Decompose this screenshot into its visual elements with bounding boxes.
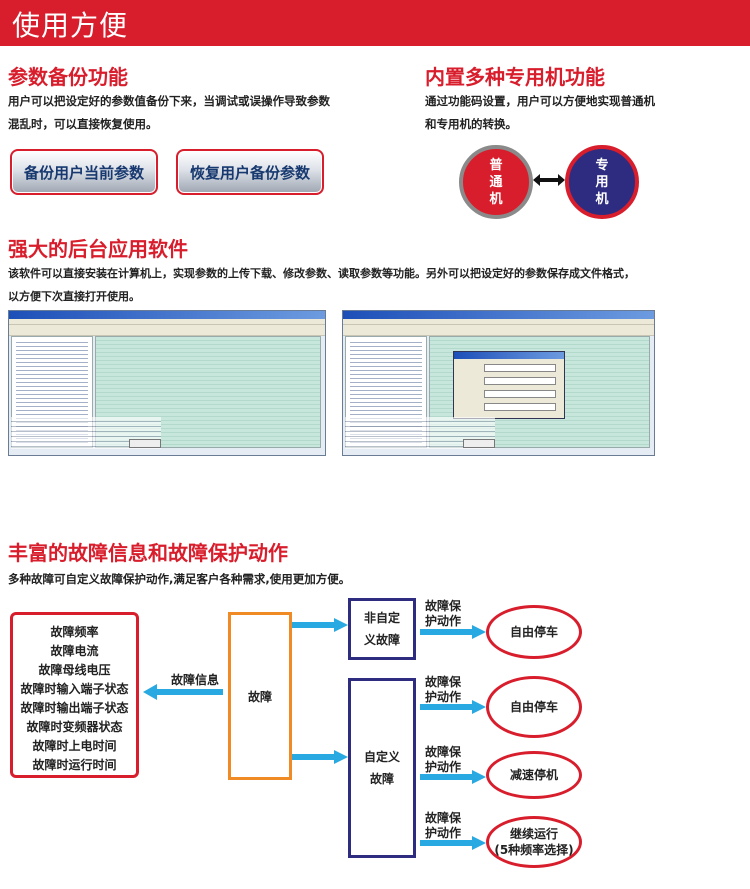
fault-info-list: 故障频率 故障电流 故障母线电压 故障时输入端子状态 故障时输出端子状态 故障时…: [10, 612, 139, 778]
software-screenshot-dialog: [342, 310, 655, 456]
restore-params-button[interactable]: 恢复用户备份参数: [176, 149, 324, 195]
software-screenshot-main: [8, 310, 326, 456]
save-dialog: [453, 351, 565, 419]
info-arrow-label: 故障信息: [171, 673, 220, 687]
normal-machine-circle: 普 通 机: [459, 145, 533, 219]
non-custom-fault-box: 非自定 义故障: [348, 598, 416, 660]
fault-title: 丰富的故障信息和故障保护动作: [8, 541, 288, 565]
header-banner: [0, 0, 750, 46]
result-free-stop-1: 自由停车: [486, 605, 582, 659]
software-title: 强大的后台应用软件: [8, 237, 188, 261]
result-decel-stop: 减速停机: [486, 751, 582, 799]
special-title: 内置多种专用机功能: [425, 65, 605, 89]
action-label-1: 故障保 护动作: [425, 599, 462, 628]
action-label-2: 故障保 护动作: [425, 675, 462, 704]
backup-description: 用户可以把设定好的参数值备份下来，当调试或误操作导致参数 混乱时，可以直接恢复使…: [8, 94, 330, 131]
software-description: 该软件可以直接安装在计算机上，实现参数的上传下载、修改参数、读取参数等功能。另外…: [8, 267, 635, 303]
swap-arrow-icon: [533, 174, 565, 186]
arrow-to-non-custom-icon: [292, 618, 348, 632]
action-arrow-1-icon: [420, 625, 486, 639]
action-arrow-3-icon: [420, 770, 486, 784]
result-free-stop-2: 自由停车: [486, 676, 582, 738]
custom-fault-box: 自定义 故障: [348, 678, 416, 858]
backup-params-button[interactable]: 备份用户当前参数: [10, 149, 158, 195]
action-label-4: 故障保 护动作: [425, 811, 462, 840]
fault-description: 多种故障可自定义故障保护动作,满足客户各种需求,使用更加方便。: [8, 572, 351, 586]
backup-title: 参数备份功能: [8, 65, 128, 89]
info-arrow-icon: [143, 684, 223, 700]
action-label-3: 故障保 护动作: [425, 745, 462, 774]
action-arrow-4-icon: [420, 836, 486, 850]
special-description: 通过功能码设置，用户可以方便地实现普通机 和专用机的转换。: [425, 94, 655, 131]
action-arrow-2-icon: [420, 700, 486, 714]
page-title: 使用方便: [12, 9, 129, 42]
result-continue-run: 继续运行 (5种频率选择): [486, 816, 582, 868]
special-machine-circle: 专 用 机: [565, 145, 639, 219]
fault-center-box: 故障: [228, 612, 292, 780]
arrow-to-custom-icon: [292, 750, 348, 764]
